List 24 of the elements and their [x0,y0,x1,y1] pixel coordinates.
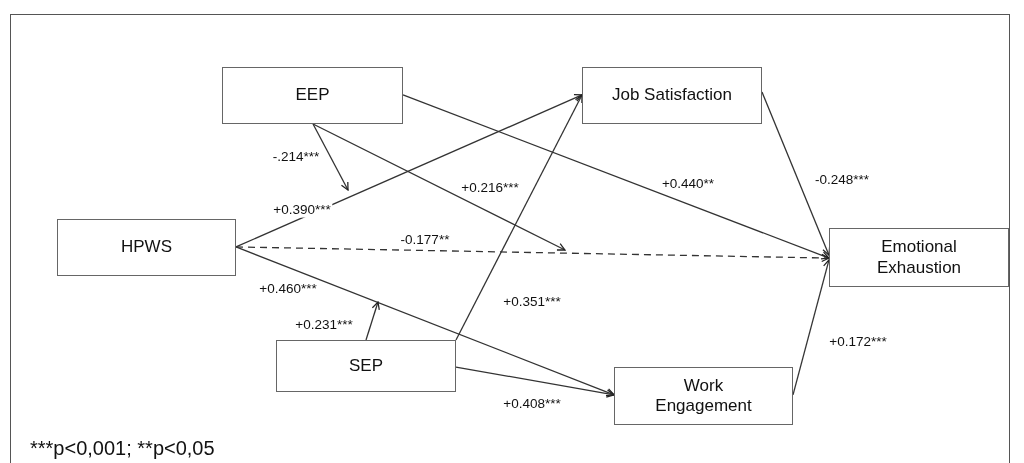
arrow [235,246,615,397]
construct-box [582,67,762,124]
arrow [312,123,566,251]
construct-name: EEP [295,85,330,106]
construct-box [222,67,403,124]
dashed-arrow [235,246,830,263]
construct-name: Job Satisfaction [612,85,732,106]
arrow [312,123,349,191]
construct-name: SEP [349,355,383,377]
construct-name: HPWS [121,237,172,258]
construct-box [276,340,456,392]
edge-label: +0.390*** [271,202,333,218]
construct-name: Work Engagement [654,375,753,417]
significance-note: ***p<0,001; **p<0,05 [30,437,215,460]
arrow [455,366,615,398]
construct-box [57,219,236,276]
arrow [235,93,583,248]
arrow [365,301,380,341]
arrow [761,91,831,256]
arrow [455,94,583,341]
arrow [402,94,830,260]
construct-box [829,228,1009,287]
construct-name: Emotional Exhaustion [875,237,963,278]
construct-box [614,367,793,425]
